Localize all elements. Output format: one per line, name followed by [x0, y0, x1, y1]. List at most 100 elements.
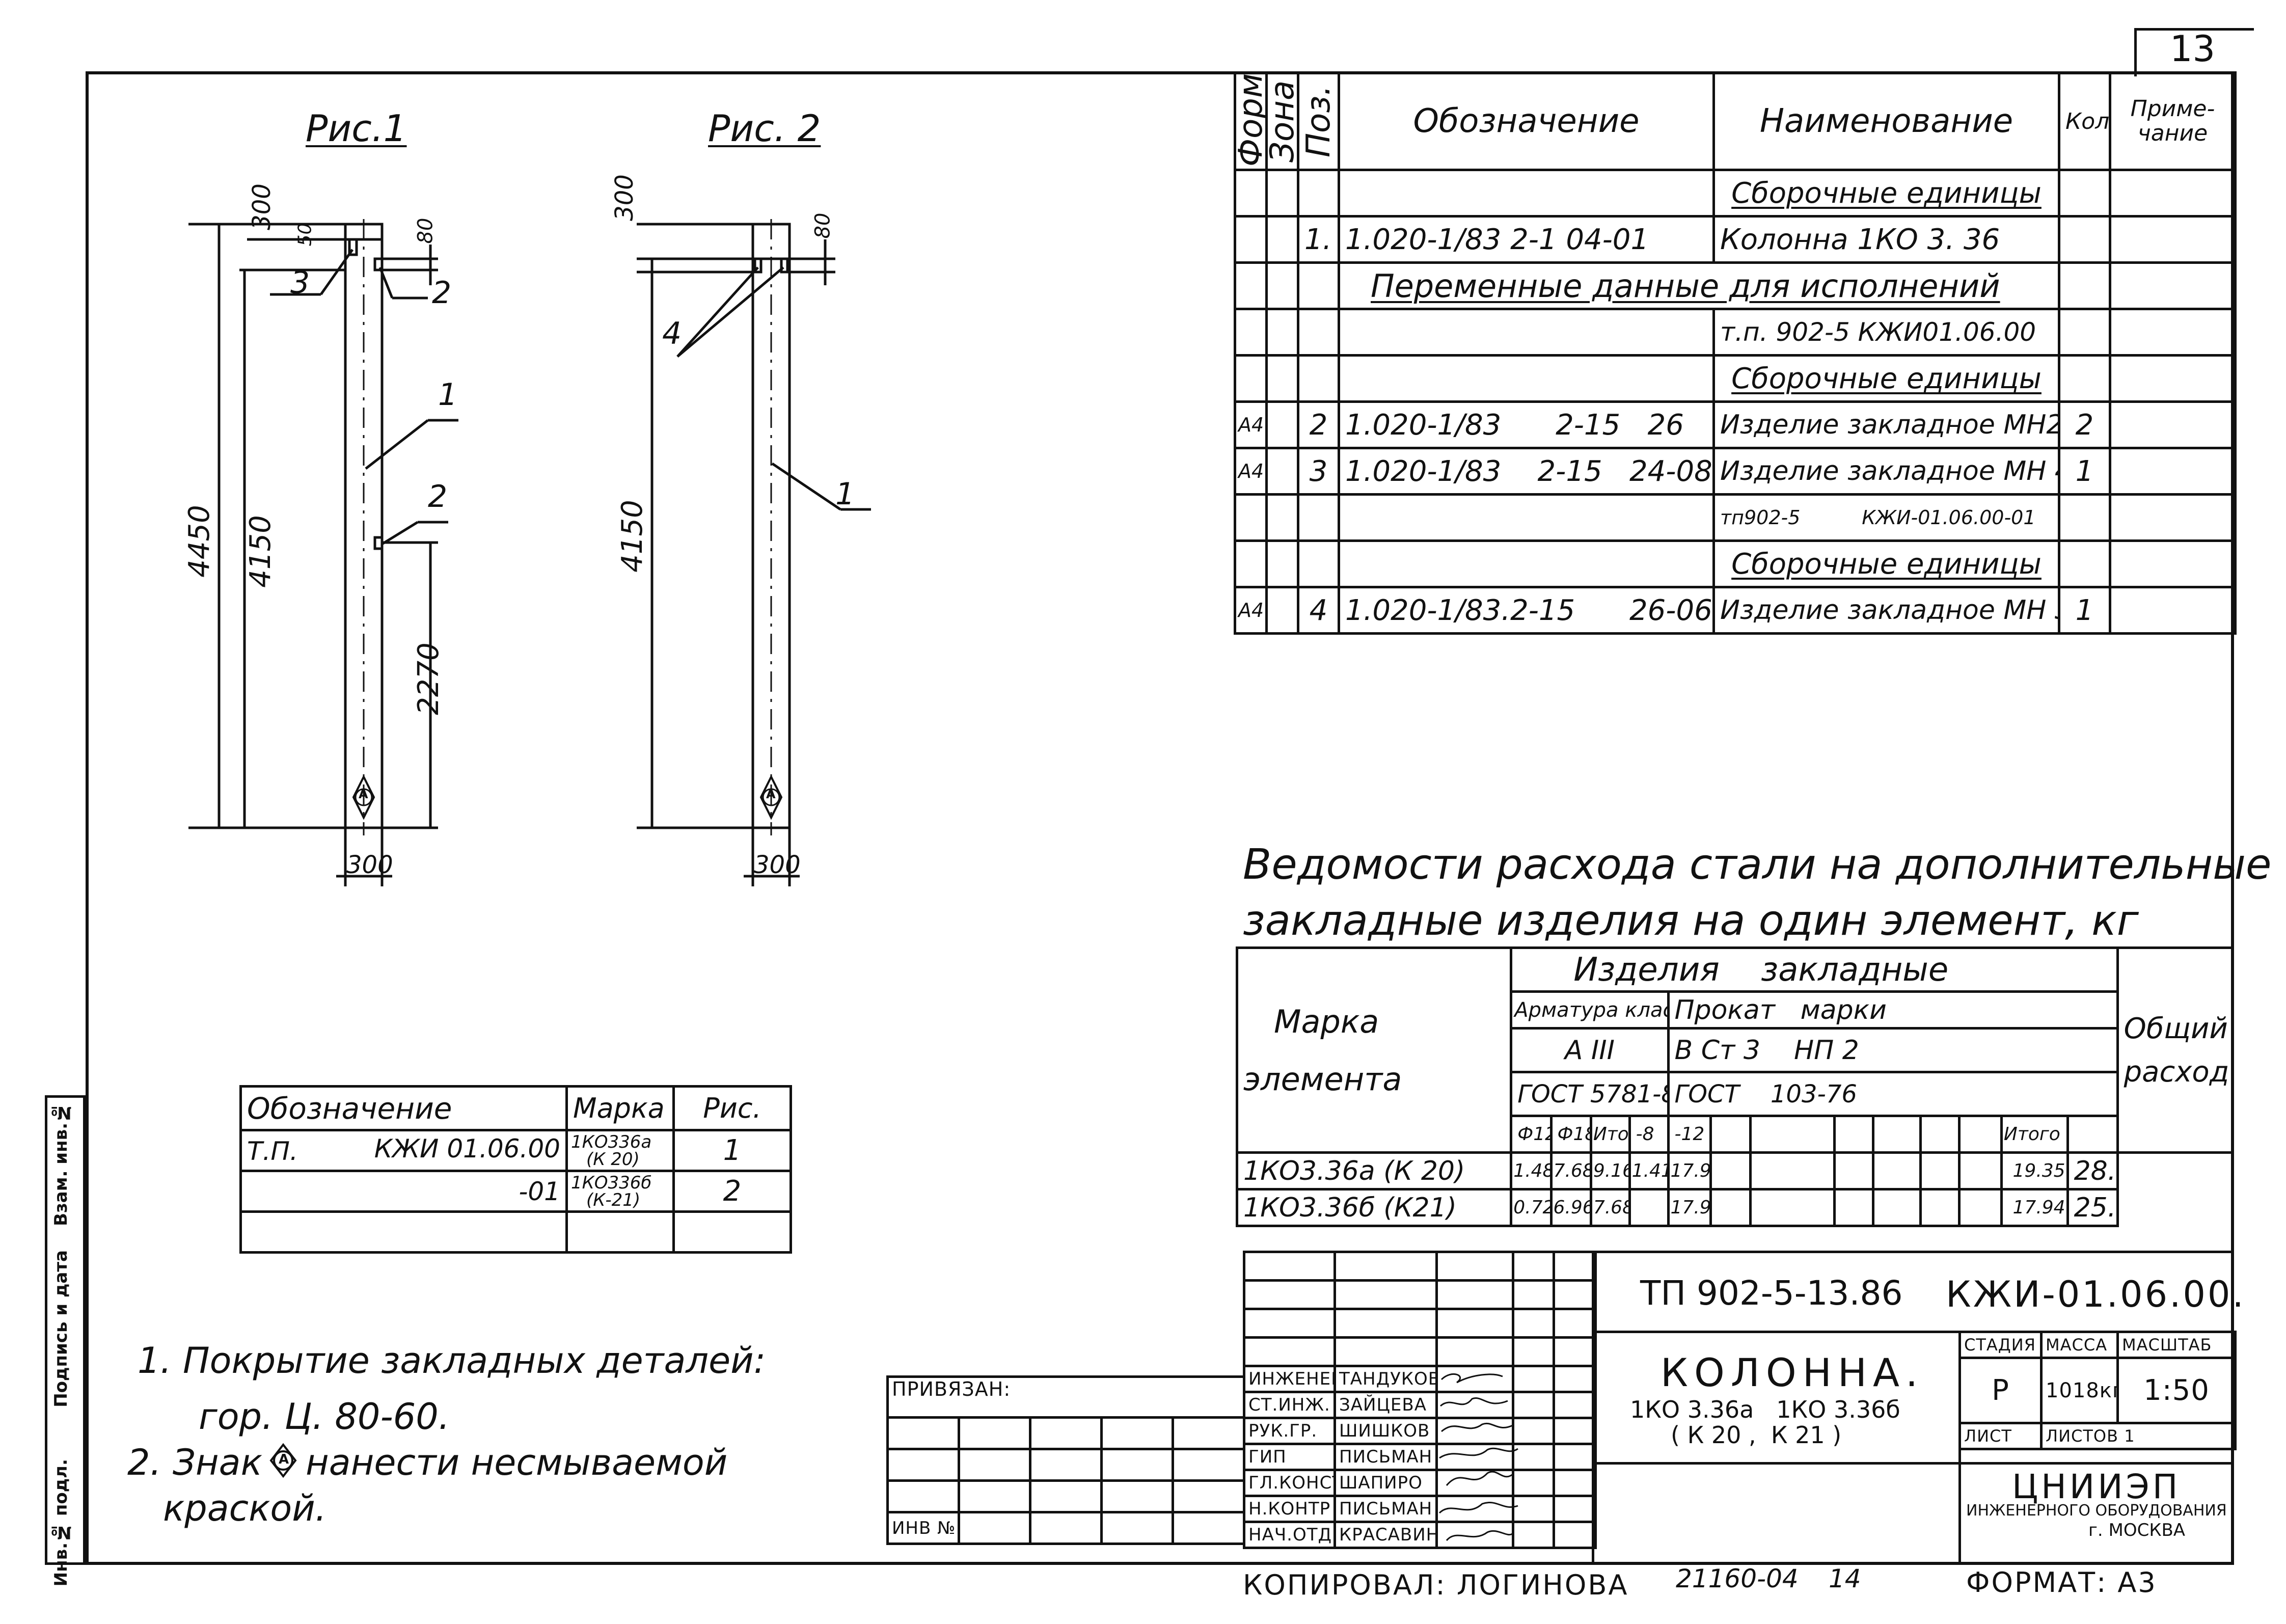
spec-name: Изделие закладное МН 40	[1712, 447, 2060, 496]
spec-qty: 1	[2058, 447, 2111, 496]
steel-cell	[1957, 1151, 2003, 1190]
spec-designation: 1.020-1/83.2-15 26-06	[1338, 586, 1715, 635]
steel-header-row-3: А III В Ст 3 НП 2	[1237, 1027, 2233, 1073]
steel-mark: 1КО3.36б (К21)	[1235, 1188, 1513, 1227]
stamp-role: ИНЖЕНЕР	[1243, 1365, 1336, 1393]
drawing-frame	[86, 71, 2234, 1565]
stamp-role: ГИП	[1243, 1443, 1336, 1471]
fig1-drawing	[188, 219, 458, 886]
designation-fig: 1	[672, 1129, 792, 1172]
steel-cell	[1871, 1188, 1922, 1227]
fig2-dim-300-bottom: 300	[754, 851, 801, 879]
table-row: ГЛ.КОНСТРШАПИРО	[1243, 1469, 1597, 1497]
steel-subheader-row: Ф12 Ф18 Итого -8 -12 Итого	[1237, 1115, 2233, 1154]
stamp-scale-label: МАСШТАБ	[2116, 1331, 2237, 1359]
steel-hdr-mark: Марка	[1274, 1003, 1379, 1040]
steel-cell: 17.94	[1667, 1188, 1712, 1227]
steel-title-line2: закладные изделия на один элемент, кг	[1243, 897, 2139, 945]
steel-header-row-2: Арматура класса Прокат марки	[1237, 990, 2233, 1030]
fig1-part-2-top	[373, 257, 384, 272]
stamp-signature	[1435, 1365, 1514, 1393]
sheet-number-box	[2134, 28, 2254, 76]
fig1-dim-300-top: 300	[247, 183, 276, 230]
table-row: тп902-5 КЖИ-01.06.00-01	[1234, 493, 2237, 542]
steel-hdr-total-cell: Общий расход	[2116, 946, 2235, 1154]
fig2-marker-shape	[759, 774, 783, 820]
stamp-person: ТАНДУКОВА	[1334, 1365, 1438, 1393]
steel-hdr-items: Изделия закладные	[1510, 946, 2119, 993]
steel-hdr-rolled: Прокат марки	[1667, 990, 2119, 1030]
steel-sub	[1957, 1115, 2003, 1154]
fig1-part-2-mid	[373, 536, 384, 550]
steel-cell	[1833, 1188, 1874, 1227]
stamp-object-name: КОЛОННА.	[1661, 1350, 1924, 1395]
spec-col-name: Наименование	[1712, 71, 2060, 171]
stamp-mass: 1018кг	[2040, 1357, 2119, 1424]
steel-cell: 17.94	[2000, 1188, 2069, 1227]
steel-sub	[1709, 1115, 1752, 1154]
designation-col-mark: Марка	[565, 1085, 675, 1131]
left-binding-strip	[45, 1095, 86, 1565]
steel-cell: 19.35	[2000, 1151, 2069, 1190]
spec-col-designation: Обозначение	[1338, 71, 1715, 171]
spec-name: Изделие закладное МН27	[1712, 400, 2060, 449]
spec-section-label: Сборочные единицы	[1712, 169, 2060, 218]
spec-col-format: Формат	[1235, 72, 1267, 170]
sheet-number: 13	[2170, 28, 2216, 70]
fig1-dim-300-bottom: 300	[346, 851, 393, 879]
stamp-signature	[1435, 1417, 1514, 1445]
designation-code: КЖИ 01.06.00	[374, 1134, 560, 1163]
designation-header-row: Обозначение Марка Рис.	[239, 1085, 792, 1131]
table-row: А4 4 1.020-1/83.2-15 26-06 Изделие закла…	[1234, 586, 2237, 635]
steel-hdr-total2: расход	[2124, 1055, 2229, 1089]
stamp-person: ЗАЙЦЕВА	[1334, 1391, 1438, 1419]
steel-sub: Ф12	[1510, 1115, 1553, 1154]
steel-cell	[1709, 1151, 1752, 1190]
steel-hdr-element: элемента	[1243, 1060, 1402, 1098]
steel-mark: 1КО3.36а (К 20)	[1235, 1151, 1513, 1190]
table-row: -01 1КО336б (К-21) 2	[239, 1170, 792, 1213]
steel-cell	[1628, 1188, 1670, 1227]
fig2-leader-1: 1	[835, 476, 855, 512]
signature-table: ИНЖЕНЕРТАНДУКОВА СТ.ИНЖ.ЗАЙЦЕВА РУК.ГР.Ш…	[1243, 1251, 1597, 1549]
stamp-stage-table: СТАДИЯ МАССА МАСШТАБ Р 1018кг 1:50 ЛИСТ …	[1958, 1331, 2237, 1450]
stamp-signature	[1435, 1443, 1514, 1471]
designation-prefix: Т.П.	[247, 1136, 298, 1166]
designation-col-fig: Рис.	[672, 1085, 792, 1131]
stamp-signature	[1435, 1391, 1514, 1419]
designation-mark-1: 1КО336б	[571, 1172, 652, 1193]
footer-format: ФОРМАТ: А3	[1966, 1566, 2157, 1599]
fig1-dim-2270: 2270	[412, 642, 445, 715]
steel-header-row-4: ГОСТ 5781-82 ГОСТ 103-76	[1237, 1071, 2233, 1117]
stamp-person: ШАПИРО	[1334, 1469, 1438, 1497]
note-1: 1. Покрытие закладных деталей:	[138, 1340, 766, 1382]
designation-fig: 2	[672, 1170, 792, 1213]
stamp-org-2: ИНЖЕНЕРНОГО ОБОРУДОВАНИЯ	[1966, 1502, 2227, 1520]
steel-cell: 0.72	[1510, 1188, 1553, 1227]
stamp-scale: 1:50	[2116, 1357, 2237, 1424]
steel-cell: 1.48	[1510, 1151, 1553, 1190]
spec-qty: 2	[2058, 400, 2111, 449]
steel-sub	[1749, 1115, 1836, 1154]
steel-hdr-rolled-gost: ГОСТ 103-76	[1667, 1071, 2119, 1117]
steel-cell	[1749, 1151, 1836, 1190]
table-row: 1КО3.36а (К 20) 1.48 7.68 9.16 1.41 17.9…	[1235, 1151, 2233, 1190]
fig1-dim-50: 50	[294, 223, 316, 247]
fig2-title: Рис. 2	[708, 107, 821, 150]
spec-designation: 1.020-1/83 2-15 26	[1338, 400, 1715, 449]
stamp-hline-1	[1592, 1331, 2234, 1333]
designation-code-cell: -01	[239, 1170, 568, 1213]
stamp-role: ГЛ.КОНСТР	[1243, 1469, 1336, 1497]
steel-cell: 17.94	[1667, 1151, 1712, 1190]
steel-cell: 1.41	[1628, 1151, 1670, 1190]
strip-signature: Подпись и дата	[51, 1250, 71, 1408]
spec-pos: 4	[1297, 586, 1340, 635]
fig1-marker-shape	[352, 774, 375, 820]
steel-sub-spacer	[2066, 1115, 2119, 1154]
note-2-marker: A	[279, 1452, 289, 1467]
spec-pos: 2	[1297, 400, 1340, 449]
stamp-org-1: ЦНИИЭП	[2012, 1467, 2181, 1506]
steel-cell: 7.68	[1589, 1188, 1631, 1227]
